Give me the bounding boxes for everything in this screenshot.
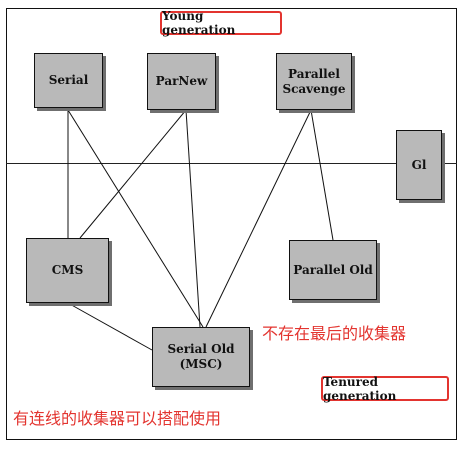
parallel-scavenge-label: Parallel Scavenge: [282, 66, 346, 96]
cms-label: CMS: [51, 263, 84, 277]
link-cms-serialold: [67, 302, 153, 351]
not-exist-collector-note: 不存在最后的收集器: [262, 324, 407, 343]
link-scavenge-serialold: [205, 109, 312, 328]
young-generation-label: Young generation: [160, 9, 282, 37]
parallel-old-collector: Parallel Old: [289, 240, 377, 300]
cms-collector: CMS: [26, 238, 109, 303]
parnew-label: ParNew: [155, 74, 208, 88]
generation-divider-line: [6, 163, 457, 164]
serial-collector: Serial: [34, 53, 103, 108]
g1-collector: Gl: [396, 130, 442, 200]
link-parnew-serialold: [185, 109, 201, 328]
g1-label: Gl: [411, 157, 427, 172]
parnew-collector: ParNew: [147, 53, 216, 110]
serial-label: Serial: [48, 73, 89, 87]
connected-collectors-note: 有连线的收集器可以搭配使用: [13, 409, 222, 428]
serial-old-collector: Serial Old (MSC): [152, 327, 250, 387]
parallel-scavenge-collector: Parallel Scavenge: [276, 53, 352, 110]
serial-old-label: Serial Old (MSC): [167, 342, 235, 371]
parallel-old-label: Parallel Old: [293, 262, 373, 277]
link-parnew-cms: [79, 109, 187, 239]
link-serial-serialold: [67, 109, 204, 328]
link-scavenge-parallelold: [310, 109, 334, 241]
diagram-frame: [6, 8, 457, 440]
tenured-generation-label: Tenured generation: [321, 375, 449, 403]
